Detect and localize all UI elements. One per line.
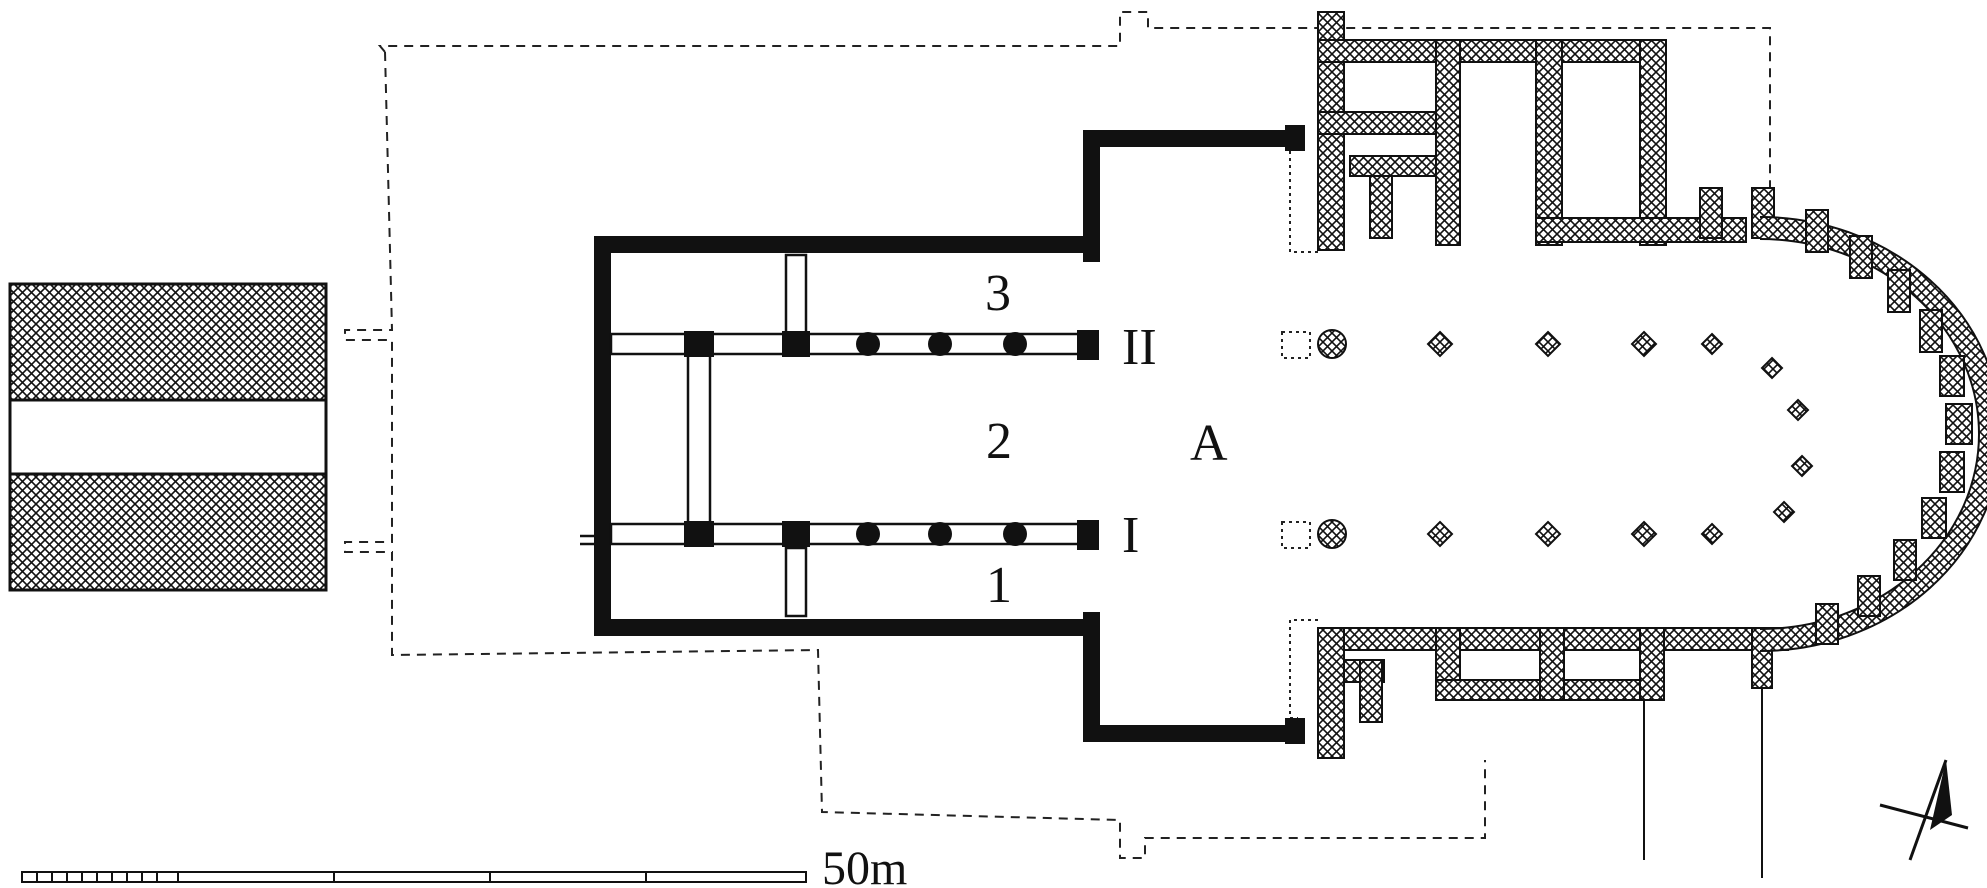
- dotted-links: [1281, 144, 1318, 719]
- label-nave: 2: [986, 413, 1012, 470]
- label-aisle-south: 1: [986, 557, 1012, 614]
- colonnade-north: [609, 330, 1099, 360]
- basilica-walls: [594, 125, 1305, 744]
- legend-swatch: [8, 282, 328, 592]
- scale-bar-label: 50m: [822, 842, 907, 888]
- label-colonnade-north: II: [1122, 319, 1157, 376]
- hatched-church: [1317, 11, 1987, 878]
- scale-bar: [21, 871, 807, 883]
- colonnade-south: [609, 520, 1099, 550]
- label-aisle-north: 3: [985, 265, 1011, 322]
- interior-partitions: [580, 253, 808, 618]
- north-arrow-icon: [1879, 759, 1969, 861]
- dashed-outline: [344, 11, 1771, 859]
- label-crossing: A: [1190, 415, 1228, 472]
- label-colonnade-south: I: [1122, 507, 1139, 564]
